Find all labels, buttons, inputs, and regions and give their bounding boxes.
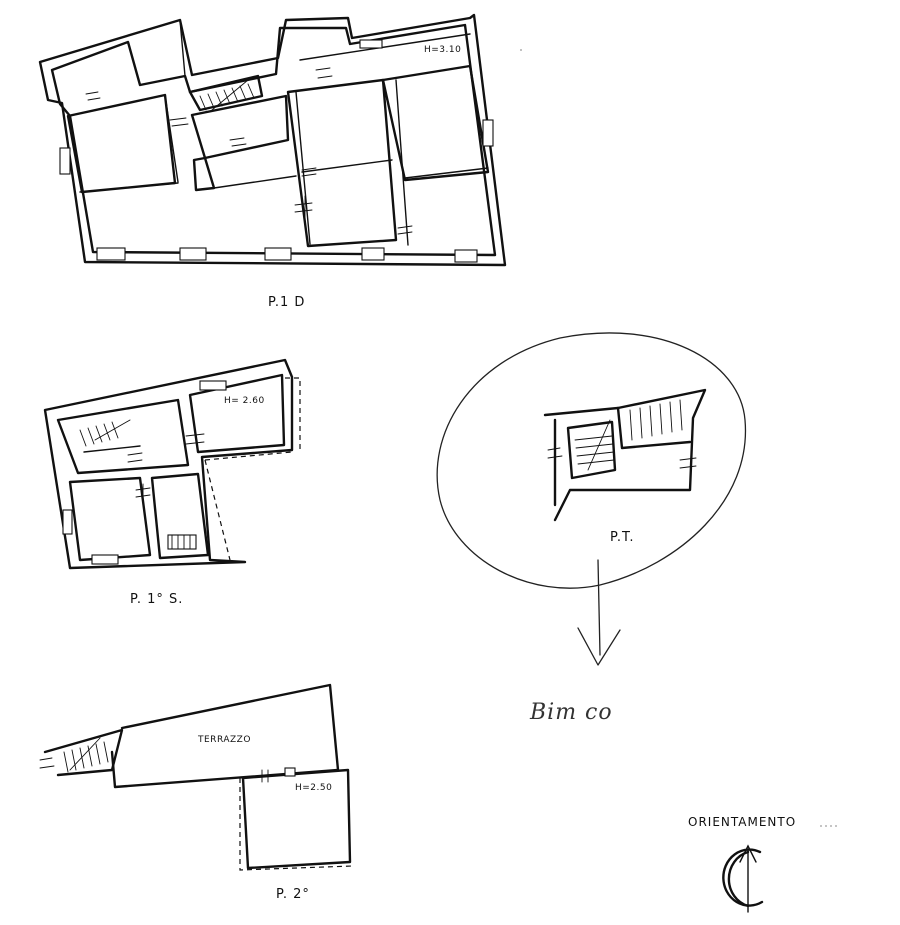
plan-label-top: P.1 D — [268, 295, 306, 310]
height-label-first-s: H= 2.60 — [224, 396, 265, 406]
plan-second-floor — [39, 683, 353, 871]
plan-label-first-s: P. 1° S. — [130, 592, 184, 607]
plan-ground-floor — [436, 332, 747, 666]
terrace-label: TERRAZZO — [198, 735, 251, 745]
north-arrow-icon — [722, 844, 764, 913]
plan-label-ground: P.T. — [610, 530, 635, 545]
handwritten-note: Bim co — [530, 700, 613, 725]
plan-label-second: P. 2° — [276, 887, 310, 902]
orientation-label: ORIENTAMENTO — [688, 815, 797, 829]
height-label-second: H=2.50 — [295, 783, 333, 793]
height-label-top: H=3.10 — [424, 45, 462, 55]
plan-top-floor — [38, 13, 507, 267]
plan-first-floor-s — [43, 358, 301, 570]
